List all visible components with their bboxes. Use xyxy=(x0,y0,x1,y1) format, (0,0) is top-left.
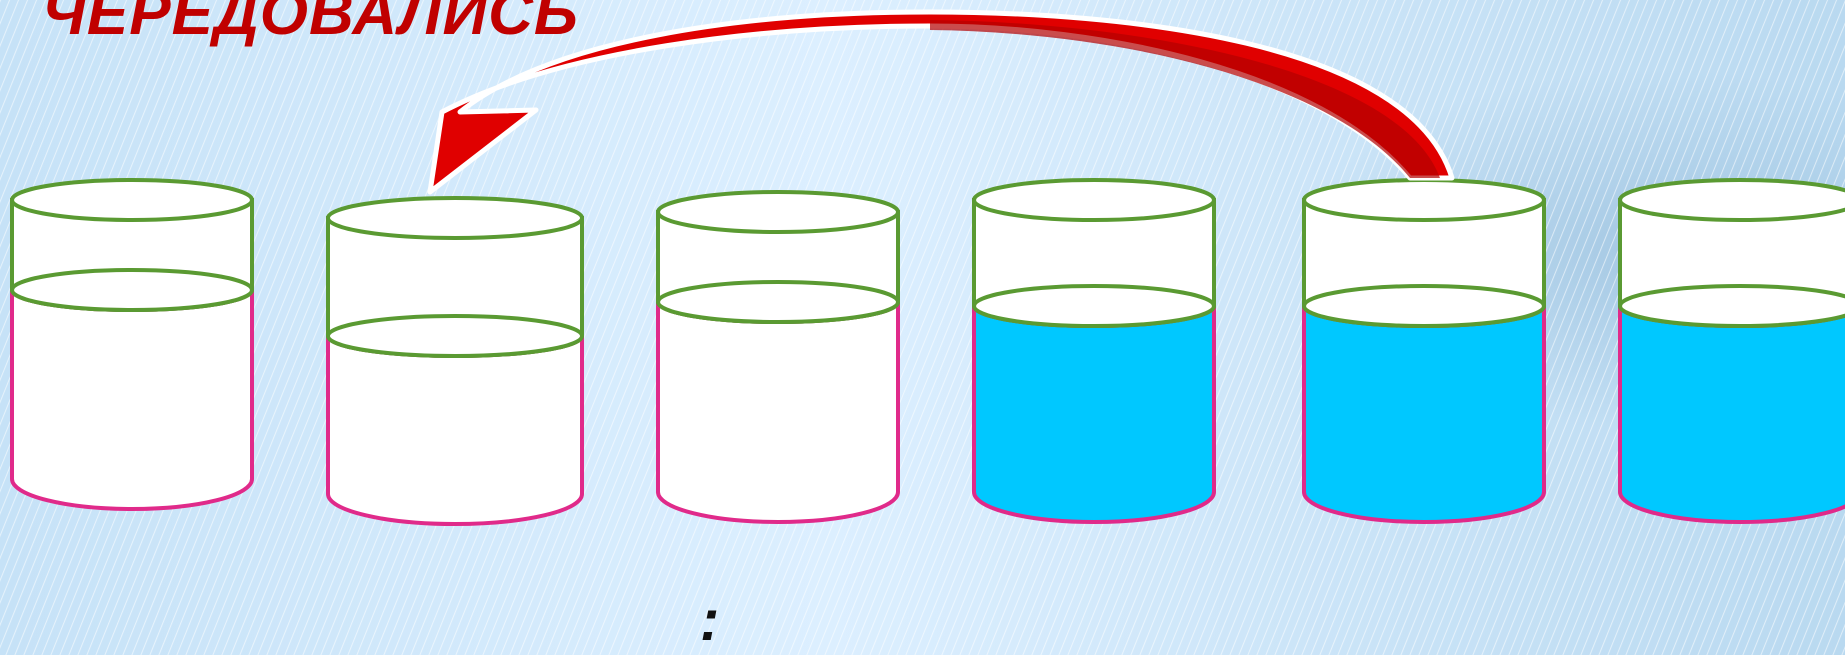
beaker-2 xyxy=(328,198,582,524)
beaker-body xyxy=(974,306,1214,522)
rim-ellipse xyxy=(328,198,582,238)
beaker-6 xyxy=(1620,180,1845,522)
beaker-body xyxy=(658,302,898,522)
slide-title: ЧЕРЕДОВАЛИСЬ xyxy=(42,0,579,49)
level-ellipse xyxy=(974,286,1214,326)
level-ellipse xyxy=(1620,286,1845,326)
slide-footer-text: : xyxy=(700,592,719,650)
beaker-3 xyxy=(658,192,898,522)
beaker-5 xyxy=(1304,180,1544,522)
beaker-4 xyxy=(974,180,1214,522)
level-ellipse xyxy=(12,270,252,310)
beaker-body xyxy=(1620,306,1845,522)
rim-ellipse xyxy=(974,180,1214,220)
beaker-body xyxy=(12,290,252,509)
beaker-body xyxy=(328,336,582,524)
level-ellipse xyxy=(1304,286,1544,326)
rim-ellipse xyxy=(1620,180,1845,220)
rim-ellipse xyxy=(658,192,898,232)
rim-ellipse xyxy=(12,180,252,220)
rim-ellipse xyxy=(1304,180,1544,220)
level-ellipse xyxy=(658,282,898,322)
level-ellipse xyxy=(328,316,582,356)
beaker-1 xyxy=(12,180,252,509)
beaker-body xyxy=(1304,306,1544,522)
